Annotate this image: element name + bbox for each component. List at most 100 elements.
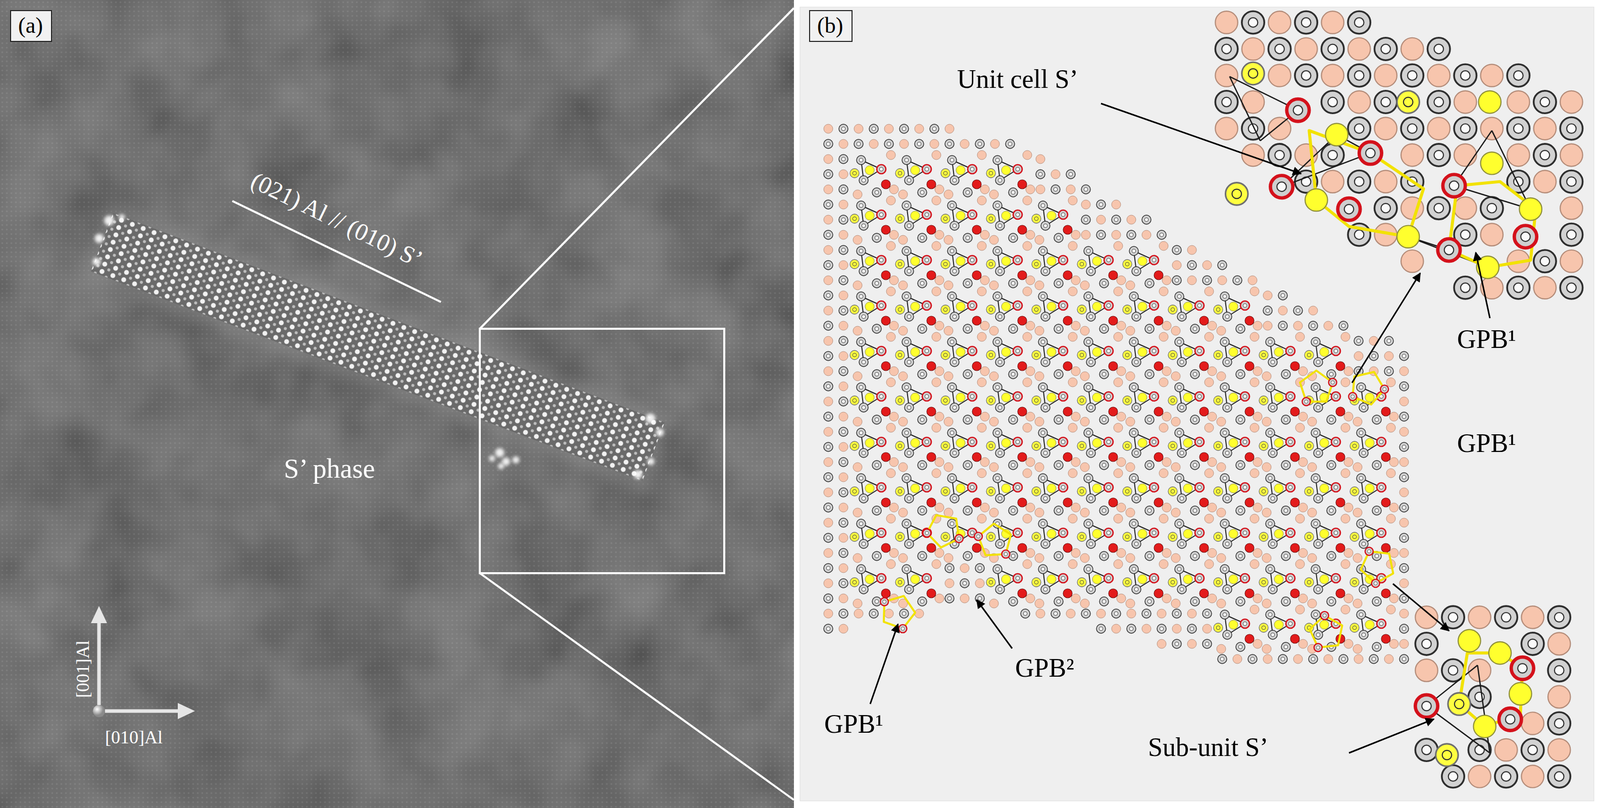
atom: [886, 195, 896, 206]
atom: [1157, 609, 1167, 619]
atom: [1353, 598, 1363, 609]
atom: [1213, 441, 1223, 451]
atom-core: [852, 216, 857, 221]
atom: [926, 316, 936, 326]
atom: [1353, 644, 1363, 654]
atom: [1235, 596, 1245, 607]
atom: [881, 361, 891, 371]
atom: [823, 472, 833, 482]
atom: [1353, 417, 1363, 427]
atom: [854, 139, 864, 149]
atom: [910, 347, 920, 357]
atom: [856, 428, 866, 438]
atom: [838, 578, 848, 588]
atom: [1129, 519, 1139, 529]
atom: [1080, 326, 1090, 336]
atom: [929, 139, 939, 149]
atom: [859, 312, 869, 322]
atom-core: [826, 475, 831, 480]
atom: [902, 337, 912, 347]
atom: [881, 407, 891, 417]
atom: [838, 169, 848, 179]
atom: [1250, 332, 1260, 342]
atom: [1046, 211, 1057, 221]
atom: [1381, 407, 1391, 417]
atom: [1149, 573, 1159, 583]
atom-core: [943, 534, 948, 539]
atom: [963, 415, 973, 425]
atom: [1051, 609, 1061, 619]
atom: [1194, 573, 1205, 583]
atom-core: [841, 157, 846, 162]
atom: [989, 598, 999, 609]
atom-core: [924, 167, 929, 172]
atom: [1172, 260, 1182, 270]
atom: [1099, 369, 1109, 379]
atom: [1031, 350, 1041, 360]
atom: [902, 291, 912, 302]
atom-core: [924, 485, 929, 490]
atom-core: [907, 496, 912, 501]
atom-core: [897, 580, 903, 585]
atom: [947, 337, 957, 347]
atom: [853, 280, 863, 290]
atom: [926, 225, 936, 235]
atom-core: [1114, 611, 1119, 616]
atom: [1013, 210, 1023, 220]
atom: [1228, 574, 1238, 584]
atom: [1080, 508, 1090, 518]
atom: [1217, 275, 1227, 285]
atom: [1092, 302, 1102, 312]
atom: [1017, 497, 1027, 508]
atom: [929, 124, 939, 134]
atom-core: [1280, 323, 1285, 328]
atom: [823, 306, 833, 316]
atom-core: [879, 348, 884, 354]
atom: [947, 473, 957, 483]
atom: [1017, 407, 1027, 417]
atom: [1253, 593, 1263, 604]
atom: [1331, 482, 1341, 492]
atom: [1111, 624, 1121, 634]
atom: [1399, 563, 1409, 573]
atom-core: [920, 417, 925, 422]
atom: [823, 351, 833, 361]
atom-core: [826, 293, 831, 298]
atom: [865, 574, 875, 584]
atom-core: [1043, 587, 1048, 592]
atom-core: [907, 587, 912, 592]
atom: [1035, 154, 1045, 164]
atom: [1262, 508, 1272, 518]
atom-core: [1402, 626, 1407, 631]
atom: [838, 427, 848, 437]
atom: [1144, 369, 1155, 379]
atom: [1022, 468, 1032, 478]
atom: [881, 588, 891, 598]
atom: [1268, 584, 1278, 594]
atom-core: [924, 394, 929, 399]
atom: [1213, 532, 1223, 542]
atom: [1399, 624, 1409, 634]
atom-core: [879, 258, 884, 263]
atom: [1054, 460, 1064, 470]
atom: [1298, 457, 1308, 467]
axis-triad: [90, 606, 195, 720]
atom: [1298, 412, 1308, 422]
atom: [1228, 302, 1238, 312]
atom: [1111, 200, 1121, 210]
atom: [980, 321, 990, 331]
atom-core: [950, 203, 955, 208]
atom-core: [1040, 567, 1045, 572]
atom: [986, 532, 996, 542]
atom: [1017, 225, 1027, 235]
atom: [947, 428, 957, 438]
atom: [950, 403, 960, 413]
interface-blob: [496, 462, 505, 470]
atom: [1022, 150, 1032, 160]
atom: [1222, 357, 1232, 367]
atom: [1222, 403, 1232, 413]
atom: [1340, 423, 1350, 433]
atom-core: [826, 232, 831, 237]
atom: [1013, 482, 1023, 492]
atom: [1068, 195, 1078, 206]
